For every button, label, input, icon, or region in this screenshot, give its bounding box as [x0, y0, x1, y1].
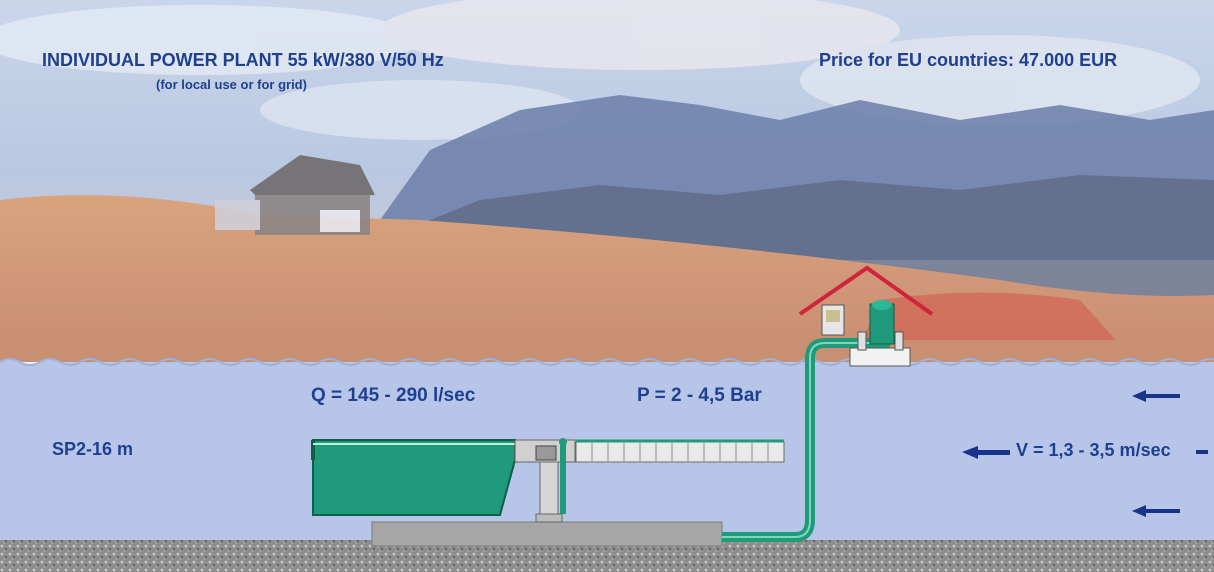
clouds: [0, 0, 1200, 140]
red-foliage: [860, 292, 1120, 345]
plant-subtitle: (for local use or for grid): [156, 77, 307, 92]
concrete-base: [371, 521, 723, 547]
flow-direction-arrow: [962, 390, 1208, 517]
price-label: Price for EU countries: 47.000 EUR: [819, 50, 1118, 70]
farmhouse: [215, 155, 375, 235]
flow-rate-label: Q = 145 - 290 l/sec: [311, 385, 476, 406]
turbine-housing: [514, 438, 576, 523]
water-surface-wave: [0, 358, 1214, 366]
power-house: [798, 265, 934, 367]
plant-title: INDIVIDUAL POWER PLANT 55 kW/380 V/50 Hz: [42, 50, 444, 70]
trash-rack: [575, 439, 785, 463]
pressure-label: P = 2 - 4,5 Bar: [637, 385, 762, 406]
intake-box: [311, 439, 516, 516]
velocity-label: V = 1,3 - 3,5 m/sec: [1016, 440, 1171, 460]
model-label: SP2-16 m: [52, 439, 134, 459]
